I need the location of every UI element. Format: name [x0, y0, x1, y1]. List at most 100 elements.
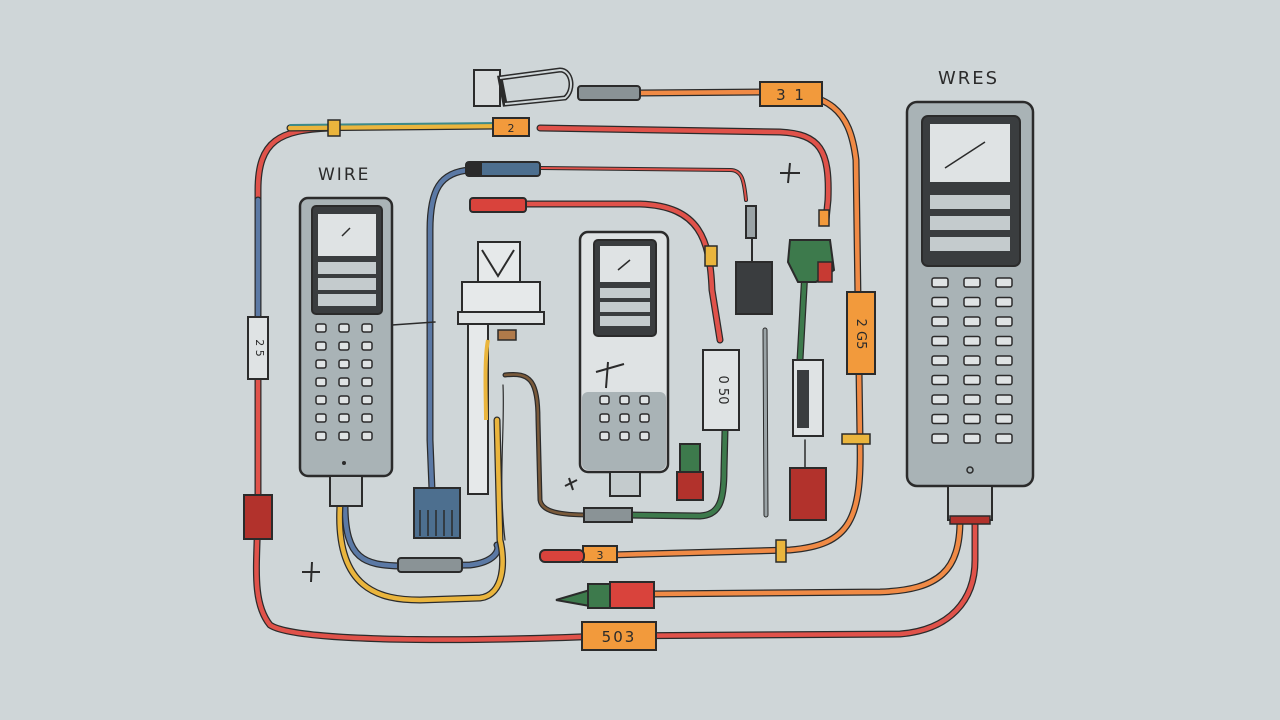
tag-left-vertical-text: 2 5 — [253, 339, 266, 357]
keypad-key — [963, 316, 981, 327]
left-device-display-mark — [341, 227, 351, 237]
mid-red-wire — [522, 201, 723, 343]
keypad-key — [639, 431, 650, 441]
clamp-plate — [473, 69, 501, 107]
plus-mark-icon — [780, 162, 800, 184]
keypad-key — [338, 359, 350, 369]
keypad-key — [963, 355, 981, 366]
black-crimp — [735, 261, 773, 315]
keypad-key — [361, 341, 373, 351]
keypad-key — [963, 374, 981, 386]
keypad-key — [338, 377, 350, 387]
tag-top-right-text: 3 1 — [776, 86, 806, 104]
label-wres: WRES — [938, 68, 999, 89]
band-mid-red — [704, 245, 718, 267]
keypad-key — [995, 374, 1013, 386]
keypad-key — [931, 316, 949, 327]
keypad-key — [963, 413, 981, 425]
middle-device-lower — [582, 392, 666, 470]
keypad-key — [995, 277, 1013, 288]
probe-green-band — [587, 583, 613, 609]
center-blue-wire — [427, 167, 473, 493]
right-device-bar-1 — [930, 195, 1010, 209]
label-wire: WIRE — [318, 165, 370, 185]
keypad-key — [315, 431, 327, 441]
keypad-key — [315, 395, 327, 405]
top-red-wire — [537, 125, 831, 223]
keypad-key — [931, 296, 949, 308]
keypad-key — [963, 277, 981, 288]
red-clip — [469, 197, 527, 213]
right-device-plug-band — [949, 515, 991, 525]
keypad-key — [931, 277, 949, 288]
keypad-key — [619, 395, 630, 405]
right-device-display — [930, 124, 1010, 182]
keypad-key — [995, 413, 1013, 425]
bottom-mid-connector — [583, 507, 633, 523]
keypad-key — [995, 355, 1013, 366]
asterisk-icon — [564, 477, 578, 491]
left-device-plug — [329, 475, 363, 507]
keypad-key — [361, 359, 373, 369]
probe-red-body — [609, 581, 655, 609]
keypad-key — [931, 433, 949, 444]
tag-right-vertical-text: 2 G5 — [853, 319, 868, 350]
left-device-bar-2 — [318, 278, 376, 290]
blue-brush-connector — [413, 487, 461, 539]
keypad-key — [931, 413, 949, 425]
green-clip-band — [817, 261, 833, 283]
left-device-display — [318, 214, 376, 256]
thin-vertical-wire — [501, 384, 506, 541]
keypad-key — [338, 323, 350, 333]
right-green-wire — [797, 267, 808, 363]
keypad-key — [963, 335, 981, 347]
red-connector-body — [676, 471, 704, 501]
middle-device-scribble — [595, 361, 625, 389]
right-device-dot — [966, 466, 974, 474]
tag-top-left: 2 — [492, 117, 530, 137]
keypad-key — [361, 413, 373, 423]
left-device-bar-1 — [318, 262, 376, 274]
middle-device-plug — [609, 471, 641, 497]
plus-mark-icon — [302, 561, 320, 583]
keypad-key — [361, 395, 373, 405]
keypad-key — [361, 431, 373, 441]
green-connector-cap — [679, 443, 701, 473]
right-device — [905, 100, 1035, 525]
keypad-key — [315, 413, 327, 423]
keypad-key — [931, 374, 949, 386]
keypad-key — [963, 296, 981, 308]
yellow-wire — [337, 417, 505, 603]
tag-middle-vertical-text: 0 50 — [715, 376, 730, 405]
keypad-key — [995, 394, 1013, 405]
clamp-connector — [577, 85, 641, 101]
probe-tip — [745, 205, 757, 239]
middle-device — [578, 230, 670, 497]
keypad-key — [338, 431, 350, 441]
thin-red-wire — [539, 167, 747, 201]
tag-bottom-center: 503 — [581, 621, 657, 651]
brown-wire — [503, 373, 592, 517]
keypad-key — [931, 394, 949, 405]
keypad-key — [338, 395, 350, 405]
keypad-key — [338, 341, 350, 351]
keypad-key — [361, 377, 373, 387]
keypad-key — [315, 377, 327, 387]
band-bottom-orange — [775, 539, 787, 563]
left-device-bar-3 — [318, 294, 376, 306]
connectors — [243, 161, 836, 609]
middle-device-display-mark — [617, 259, 631, 271]
top-yellow-wire — [287, 123, 503, 131]
right-device-bar-2 — [930, 216, 1010, 230]
tag-middle-vertical: 0 50 — [702, 349, 740, 431]
band-right-yellow — [841, 433, 871, 445]
blue-connector-cap — [466, 162, 482, 176]
keypad-key — [315, 341, 327, 351]
middle-device-keypad — [599, 395, 650, 441]
right-orange-wire — [647, 517, 963, 597]
tag-bottom-center-text: 503 — [602, 628, 637, 646]
keypad-key — [599, 395, 610, 405]
keypad-key — [315, 323, 327, 333]
tag-top-left-text: 2 — [508, 122, 515, 135]
keypad-key — [995, 296, 1013, 308]
